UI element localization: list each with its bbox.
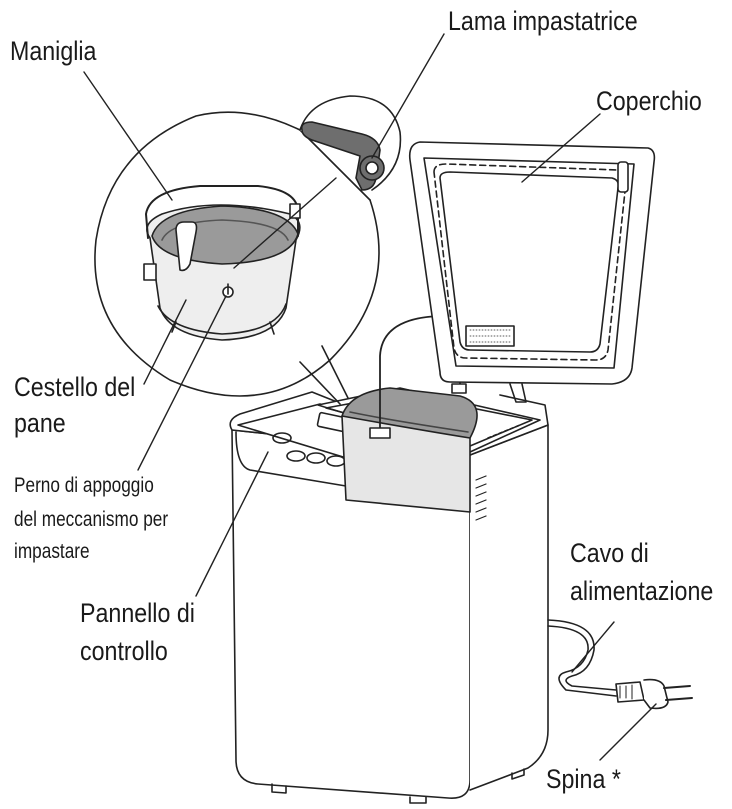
leader-plug	[599, 703, 657, 761]
label-control-panel-line2: controllo	[80, 636, 168, 666]
panel-button	[306, 452, 326, 464]
label-shaft-line3: impastare	[14, 540, 90, 563]
leader-control-panel	[195, 451, 269, 597]
leader-lines	[83, 33, 657, 761]
label-shaft-line2: del meccanismo per	[14, 508, 169, 531]
label-lid: Coperchio	[596, 86, 702, 116]
leader-lid	[521, 113, 601, 183]
label-power-cord-line1: Cavo di	[570, 538, 649, 568]
label-shaft-line1: Perno di appoggio	[14, 474, 154, 497]
power-cord	[547, 619, 617, 697]
leader-power-cord	[571, 621, 615, 673]
bread-pan-detail	[143, 185, 301, 341]
leader-blade-to-pan	[233, 177, 337, 269]
label-control-panel-line1: Pannello di	[80, 598, 195, 628]
leader-shaft	[137, 295, 227, 471]
label-plug: Spina *	[546, 764, 621, 794]
panel-button	[272, 432, 292, 444]
label-bread-pan-line1: Cestello del	[14, 372, 136, 402]
leader-bread-pan	[143, 299, 187, 385]
label-power-cord-line2: alimentazione	[570, 576, 714, 606]
label-bread-pan-line2: pane	[14, 408, 66, 438]
panel-button	[286, 450, 306, 462]
kneading-blade-detail	[300, 121, 385, 191]
lid	[408, 141, 656, 403]
leader-kneading-blade	[371, 33, 445, 159]
label-kneading-blade: Lama impastatrice	[448, 6, 638, 36]
plug	[615, 678, 693, 710]
leader-handle	[83, 71, 173, 201]
label-handle: Maniglia	[10, 36, 97, 66]
